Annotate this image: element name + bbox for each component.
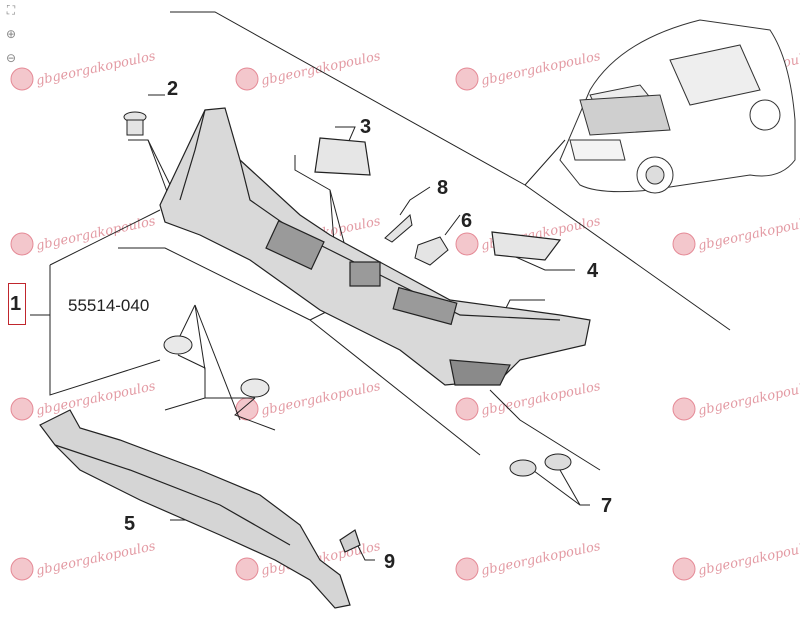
vehicle-illustration xyxy=(559,19,796,194)
zoom-in-icon[interactable]: ⊕ xyxy=(5,27,17,41)
svg-text:gbgeorgakopoulos: gbgeorgakopoulos xyxy=(260,49,382,89)
watermark: gbgeorgakopoulos xyxy=(672,379,800,421)
clip-part-8 xyxy=(384,214,413,243)
svg-text:gbgeorgakopoulos: gbgeorgakopoulos xyxy=(697,379,800,419)
callout-5[interactable]: 5 xyxy=(124,513,135,535)
bracket-part-6 xyxy=(414,236,449,266)
watermark: gbgeorgakopoulos xyxy=(10,379,157,421)
cowl-panel-part-1 xyxy=(159,107,591,386)
washer-hose-assembly xyxy=(163,335,276,431)
svg-text:gbgeorgakopoulos: gbgeorgakopoulos xyxy=(260,379,382,419)
watermark: gbgeorgakopoulos xyxy=(10,49,157,91)
watermark: gbgeorgakopoulos xyxy=(455,539,602,581)
svg-text:gbgeorgakopoulos: gbgeorgakopoulos xyxy=(35,379,157,419)
svg-text:gbgeorgakopoulos: gbgeorgakopoulos xyxy=(697,539,800,579)
watermark: gbgeorgakopoulos xyxy=(455,49,602,91)
callout-8[interactable]: 8 xyxy=(437,177,448,199)
clip-part-2 xyxy=(123,111,147,136)
svg-text:gbgeorgakopoulos: gbgeorgakopoulos xyxy=(35,539,157,579)
svg-text:gbgeorgakopoulos: gbgeorgakopoulos xyxy=(35,49,157,89)
watermark: gbgeorgakopoulos xyxy=(672,539,800,581)
lower-panel-part-5 xyxy=(39,409,361,609)
seal-part-4 xyxy=(491,231,562,261)
watermark: gbgeorgakopoulos xyxy=(235,49,382,91)
nozzles-part-7 xyxy=(509,453,572,477)
watermark: gbgeorgakopoulos xyxy=(672,214,800,256)
svg-text:gbgeorgakopoulos: gbgeorgakopoulos xyxy=(480,539,602,579)
callout-7[interactable]: 7 xyxy=(601,495,612,517)
selected-part-highlight xyxy=(8,283,26,325)
callout-2[interactable]: 2 xyxy=(167,78,178,100)
callout-9[interactable]: 9 xyxy=(384,551,395,573)
zoom-out-icon[interactable]: ⊖ xyxy=(5,51,17,65)
watermark: gbgeorgakopoulos xyxy=(10,214,157,256)
part-number-label[interactable]: 55514-040 xyxy=(68,296,149,315)
callout-4[interactable]: 4 xyxy=(587,260,599,282)
fullscreen-icon[interactable]: ⛶ xyxy=(6,3,16,17)
svg-text:gbgeorgakopoulos: gbgeorgakopoulos xyxy=(480,49,602,89)
seal-part-3 xyxy=(314,137,371,176)
svg-text:gbgeorgakopoulos: gbgeorgakopoulos xyxy=(697,214,800,254)
callout-1[interactable]: 1 xyxy=(10,293,21,315)
callout-3[interactable]: 3 xyxy=(360,116,371,138)
watermark: gbgeorgakopoulos xyxy=(10,539,157,581)
callout-6[interactable]: 6 xyxy=(461,210,472,232)
